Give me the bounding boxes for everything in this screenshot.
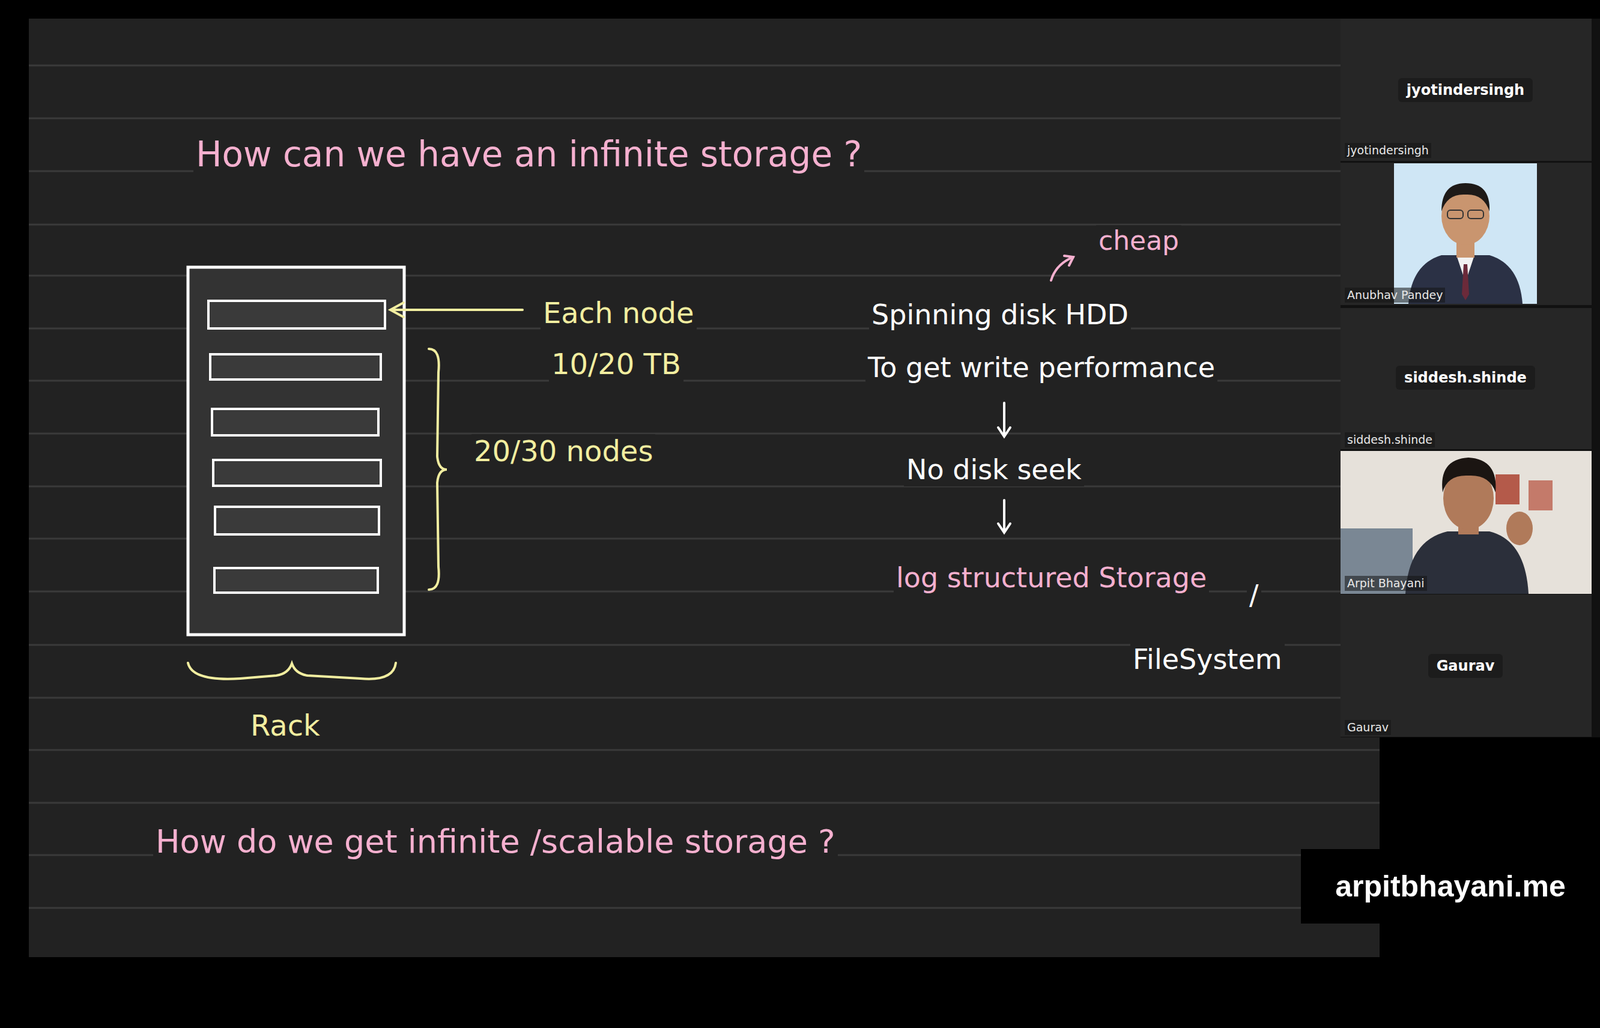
capacity-note: 10/20 TB [548,347,684,382]
server-rack [187,267,405,635]
note-line: FileSystem [1130,643,1285,677]
participant-tile: GauravGaurav [1340,594,1592,737]
board [28,18,1380,958]
name-badge: Gaurav [1428,654,1504,679]
participant-tile: jyotindersingh jyotindersingh [1340,18,1592,161]
note-line: Spinning disk HDD [869,298,1131,332]
participant-tile [1340,18,1592,161]
leader-arrow [1051,255,1074,281]
question: How do we get infinite /scalable storage… [153,822,838,862]
video-feed [1340,451,1592,594]
name-badge: siddesh.shinde [1395,365,1536,391]
node-note: Each node [540,296,697,331]
name-tag: Gaurav [1344,720,1391,736]
name-tag: Anubhav Pandey [1344,287,1446,303]
note-line: To get write performance [865,351,1218,385]
watermark-text: arpitbhayani.me [1335,868,1566,905]
name-tag: Arpit Bhayani [1344,575,1428,591]
board-title: How can we have an infinite storage ? [193,133,865,176]
ruled-lines [28,65,1380,909]
watermark-box: arpitbhayani.me [1300,849,1600,924]
participant-tile [1340,162,1592,306]
participant-tile [1340,594,1592,737]
braces [187,302,523,680]
participant-tile [1340,451,1592,594]
participant-tile: siddesh.shinde siddesh.shinde [1340,308,1592,450]
separator: / [1246,578,1262,613]
note-line: No disk seek [903,453,1085,487]
photo [1393,163,1537,304]
rack-label: Rack [248,708,323,744]
participant-panel [1340,18,1600,738]
participant-tile: Arpit Bhayani [1340,451,1592,594]
participant-tile: Anubhav Pandey [1340,162,1592,306]
count-note: 20/30 nodes [471,434,656,470]
name-tag: jyotindersingh [1344,142,1432,158]
name-badge: jyotindersingh [1398,78,1533,103]
participant-tile [1340,308,1592,450]
annotation: cheap [1096,225,1182,258]
name-tag: siddesh.shinde [1344,432,1435,448]
note-line: log structured Storage [893,561,1210,595]
